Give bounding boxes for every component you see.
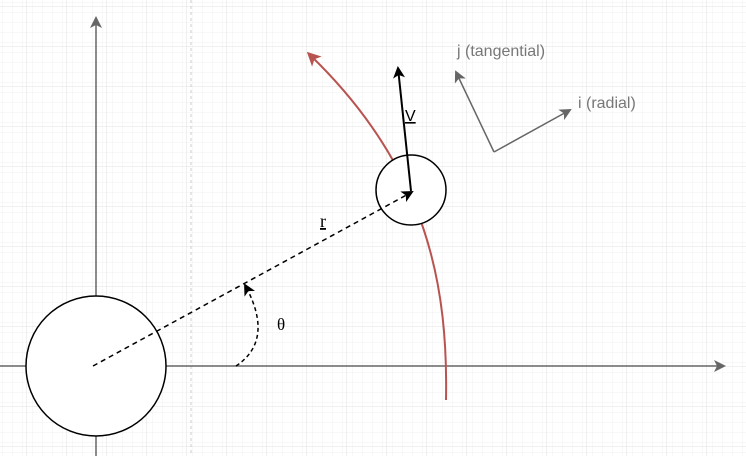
central-body bbox=[25, 295, 167, 437]
j-tangential-label: j (tangential) bbox=[456, 43, 545, 60]
velocity-vector bbox=[393, 66, 412, 192]
theta-arc bbox=[235, 283, 259, 367]
i-basis-vector bbox=[493, 109, 572, 153]
j-basis-vector bbox=[454, 70, 495, 153]
radius-vector bbox=[92, 191, 414, 367]
i-radial-label: i (radial) bbox=[578, 95, 636, 112]
trajectory-curve bbox=[306, 51, 448, 401]
theta-label: θ bbox=[277, 315, 285, 334]
velocity-label: V bbox=[405, 108, 416, 125]
radius-label: r bbox=[320, 211, 326, 231]
